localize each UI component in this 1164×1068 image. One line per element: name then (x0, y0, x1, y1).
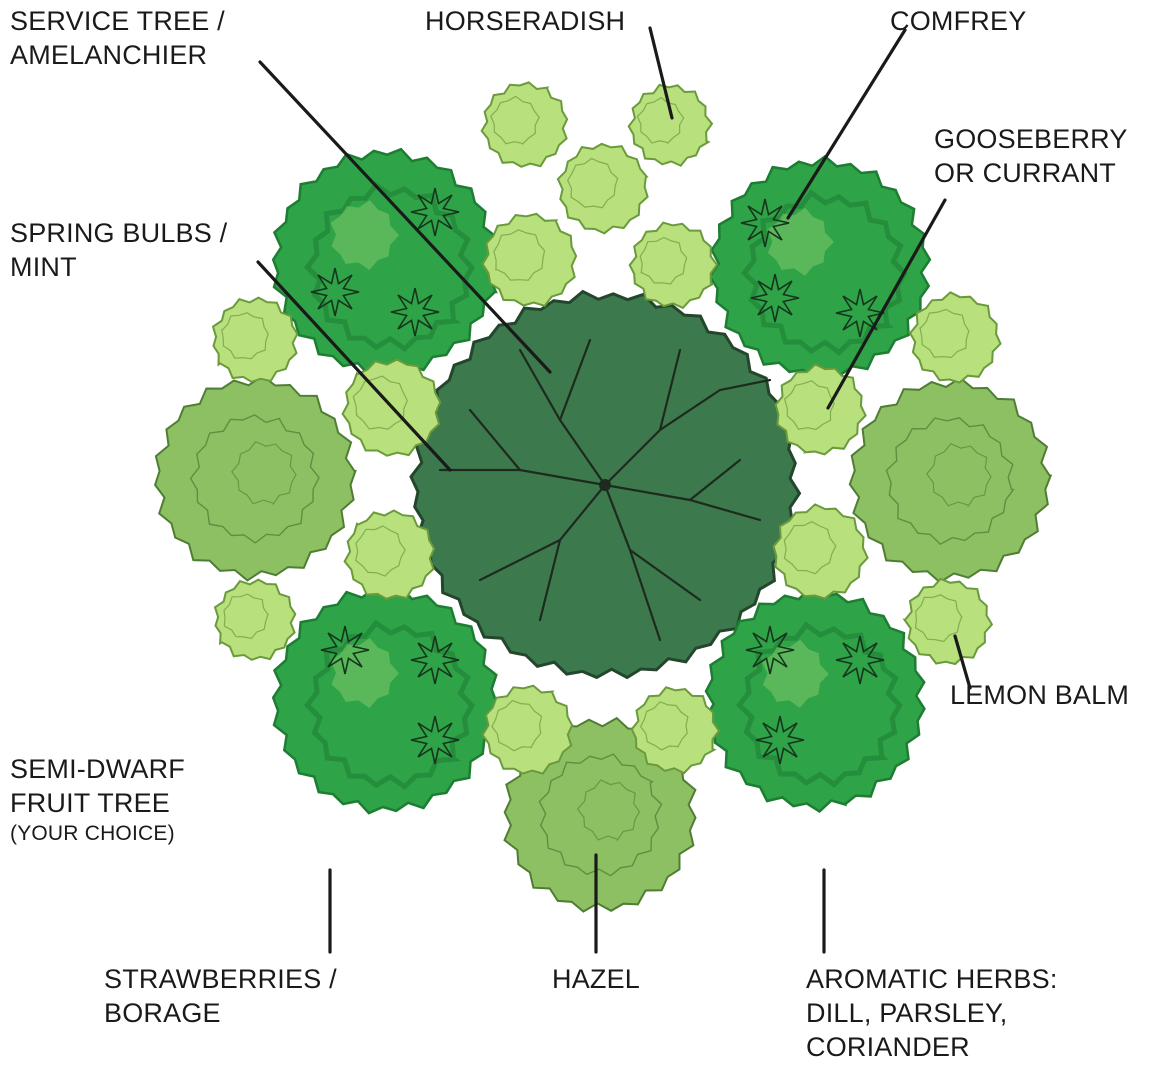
fruit-tree-bottom-right (705, 589, 924, 812)
label-semi-dwarf-note: (YOUR CHOICE) (10, 820, 185, 848)
label-lemon-balm: LEMON BALM (950, 678, 1129, 712)
herb-right-2 (776, 364, 866, 454)
herb-top-1 (482, 82, 567, 166)
shrub-west-canopy (155, 376, 355, 581)
plants-layer (155, 82, 1051, 911)
label-strawberries-line-2: BORAGE (104, 996, 337, 1030)
label-aromatic-herbs-line-1: AROMATIC HERBS: (806, 962, 1058, 996)
label-semi-dwarf-line-1: SEMI-DWARF (10, 752, 185, 786)
fruit-tree-bottom-left (273, 587, 496, 813)
label-aromatic-herbs-line-2: DILL, PARSLEY, (806, 996, 1058, 1030)
label-aromatic-herbs: AROMATIC HERBS: DILL, PARSLEY, CORIANDER (806, 962, 1058, 1064)
central-tree (411, 292, 800, 678)
herb-top-3 (558, 144, 648, 233)
herb-left-4-canopy (215, 580, 295, 660)
herb-bottom-1 (483, 686, 572, 774)
label-spring-bulbs-line-1: SPRING BULBS / (10, 216, 227, 250)
label-spring-bulbs-line-2: MINT (10, 250, 227, 284)
herb-right-4 (904, 579, 992, 664)
herb-left-4 (215, 580, 295, 660)
label-comfrey: COMFREY (890, 4, 1026, 38)
herb-right-1 (910, 292, 1001, 382)
label-strawberries-line-1: STRAWBERRIES / (104, 962, 337, 996)
label-spring-bulbs: SPRING BULBS / MINT (10, 216, 227, 284)
label-service-tree-line-2: AMELANCHIER (10, 38, 225, 72)
label-hazel: HAZEL (552, 962, 640, 996)
herb-right-1-canopy (910, 292, 1001, 382)
fruit-tree-top-right (710, 156, 930, 379)
label-gooseberry-line-2: OR CURRANT (934, 156, 1128, 190)
label-service-tree: SERVICE TREE / AMELANCHIER (10, 4, 225, 72)
shrub-east-canopy (850, 378, 1051, 582)
herb-right-2-canopy (776, 364, 866, 454)
central-tree-trunk (599, 479, 611, 491)
label-service-tree-line-1: SERVICE TREE / (10, 4, 225, 38)
label-gooseberry: GOOSEBERRY OR CURRANT (934, 122, 1128, 190)
label-semi-dwarf-line-2: FRUIT TREE (10, 786, 185, 820)
fruit-tree-top-left (273, 149, 496, 375)
label-gooseberry-line-1: GOOSEBERRY (934, 122, 1128, 156)
label-horseradish-line-1: HORSERADISH (425, 4, 625, 38)
label-horseradish: HORSERADISH (425, 4, 625, 38)
label-strawberries: STRAWBERRIES / BORAGE (104, 962, 337, 1030)
shrub-east (850, 378, 1051, 582)
herb-top-2 (629, 85, 712, 166)
label-aromatic-herbs-line-3: CORIANDER (806, 1030, 1058, 1064)
herb-right-4-canopy (904, 579, 992, 664)
label-semi-dwarf-fruit-tree: SEMI-DWARF FRUIT TREE (YOUR CHOICE) (10, 752, 185, 848)
label-lemon-balm-line-1: LEMON BALM (950, 678, 1129, 712)
shrub-west (155, 376, 355, 581)
herb-bottom-1-canopy (483, 686, 572, 774)
label-hazel-line-1: HAZEL (552, 962, 640, 996)
label-comfrey-line-1: COMFREY (890, 4, 1026, 38)
